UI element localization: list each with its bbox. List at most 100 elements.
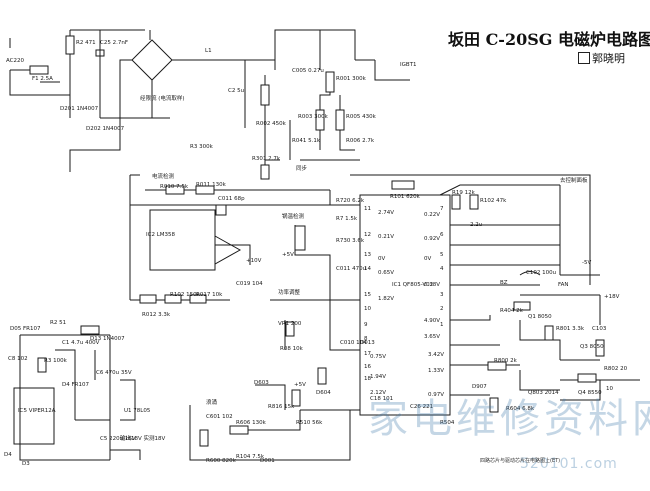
- ic1-pin: 1: [440, 322, 444, 328]
- watermark-url: 520101.com: [520, 456, 618, 472]
- label-r800: R800 2k: [494, 358, 518, 364]
- ic1-pin: 18: [364, 376, 371, 382]
- label-d13: D13 1N4007: [90, 336, 125, 342]
- watermark-logo: 家电维修资料网: [368, 396, 650, 442]
- label-power-adjust: 功率调整: [278, 288, 301, 296]
- ic1-voltage: 4.90V: [424, 318, 440, 324]
- page-title: 坂田 C-20SG 电磁炉电路图: [448, 30, 650, 49]
- label-q1: Q1 8050: [528, 314, 552, 320]
- label-q4: Q4 8550: [578, 390, 602, 396]
- label-q803: Q803 2014: [528, 390, 559, 396]
- label-r10: 10: [606, 386, 613, 392]
- label-l1: L1: [205, 48, 212, 54]
- ic1-voltage: 0.75V: [370, 354, 386, 360]
- ic1-voltage: 3.65V: [424, 334, 440, 340]
- ic1-pin: 14: [364, 266, 371, 272]
- label-rectifier-note: 经限流 (电流取样): [140, 94, 185, 102]
- label-d4: D4 FR107: [62, 382, 89, 388]
- label-d604: D604: [316, 390, 331, 396]
- label-r606: R606 130k: [236, 420, 267, 426]
- label-igbt1: IGBT1: [400, 62, 417, 68]
- label-plus10v-a: +10V: [246, 258, 262, 264]
- label-r730: R730 3.6k: [336, 238, 365, 244]
- ic1-voltage: 1.82V: [378, 296, 394, 302]
- label-f1: F1 2.5A: [32, 76, 53, 82]
- label-bz: BZ: [500, 280, 508, 286]
- label-c102: C102 100u: [526, 270, 556, 276]
- ic1-voltage: 1.33V: [428, 368, 444, 374]
- label-c25: C25 2.7nF: [100, 40, 128, 46]
- label-vr1: VR1 200: [278, 321, 302, 327]
- label-r001: R001 300k: [336, 76, 367, 82]
- label-d013: D013: [360, 340, 375, 346]
- label-u1: U1 78L05: [124, 408, 151, 414]
- label-r101: R101 620k: [390, 194, 421, 200]
- label-plus5v-b: +5V: [294, 382, 306, 388]
- ic1-pin: 6: [440, 232, 444, 238]
- label-r005: R005 430k: [346, 114, 377, 120]
- ic1-voltage: 0V: [424, 256, 431, 262]
- label-r104: R104 7.5k: [236, 454, 265, 460]
- label-d201: D201 1N4007: [60, 106, 99, 112]
- label-ic1: IC1 QF805-V02: [392, 282, 433, 288]
- label-r011: R011 130k: [196, 182, 227, 188]
- label-r720: R720 6.2k: [336, 198, 365, 204]
- label-ac220: AC220: [6, 58, 25, 64]
- author-checkbox: [578, 52, 590, 64]
- label-c5: C5 220u 16V: [100, 436, 136, 442]
- label-r041: R041 5.1k: [292, 138, 321, 144]
- label-c103: C103: [592, 326, 607, 332]
- label-r2b: R2 51: [50, 320, 66, 326]
- ic1-pin: 11: [364, 206, 371, 212]
- label-ic2: IC2 LM358: [146, 232, 176, 238]
- label-plus18v: +18V: [604, 294, 620, 300]
- label-r3: R3 300k: [190, 144, 214, 150]
- label-minus5v: -5V: [582, 260, 591, 266]
- label-pan-temp: 锅温检测: [282, 212, 305, 220]
- label-r2: R2 471: [76, 40, 96, 46]
- label-d907: D907: [472, 384, 487, 390]
- label-r816: R816 15k: [268, 404, 295, 410]
- label-surge: 浪涌: [206, 398, 217, 406]
- label-d001: D001: [260, 458, 275, 464]
- label-plus5v-a: +5V: [282, 252, 294, 258]
- ic1-voltage: 0.65V: [378, 270, 394, 276]
- label-out18v: 输出18V 实测18V: [120, 434, 166, 442]
- ic1-voltage: 0V: [378, 256, 385, 262]
- ic1-voltage: 2.12V: [370, 390, 386, 396]
- ic1-pin-layer: 1112131415109817161876543212.74V0.21V0V0…: [364, 206, 444, 398]
- label-r802: R802 20: [604, 366, 628, 372]
- ic1-pin: 4: [440, 266, 444, 272]
- label-d4b: D4: [4, 452, 12, 458]
- label-r404: R404 2k: [500, 308, 524, 314]
- ic1-pin: 5: [440, 252, 444, 258]
- label-r510: R510 56k: [296, 420, 323, 426]
- ic1-pin: 2: [440, 306, 444, 312]
- label-c005: C005 0.27u: [292, 68, 324, 74]
- ic1-voltage: 0.21V: [378, 234, 394, 240]
- label-c010: C010 104: [340, 340, 367, 346]
- ic1-pin: 10: [364, 306, 371, 312]
- label-c26: C26 221: [410, 404, 433, 410]
- ic1-pin: 7: [440, 206, 444, 212]
- wiring: [9, 29, 640, 461]
- ic1-voltage: 1.94V: [370, 374, 386, 380]
- label-r102: R102 150k: [170, 292, 201, 298]
- label-c-2-2u: 2.2u: [470, 222, 482, 228]
- label-c8: C8 102: [8, 356, 28, 362]
- label-c6: C6 470u 35V: [96, 370, 132, 376]
- label-q3: Q3 8050: [580, 344, 604, 350]
- ic1-voltage: 0.97V: [428, 392, 444, 398]
- label-c1: C1 4.7u 400V: [62, 340, 100, 346]
- label-fan: FAN: [558, 282, 569, 288]
- label-r604: R604 6.8k: [506, 406, 535, 412]
- ic1-voltage: 0.92V: [424, 236, 440, 242]
- label-sync: 同步: [296, 165, 308, 172]
- label-d603: D603: [254, 380, 269, 386]
- label-c011: C011 68p: [218, 196, 245, 202]
- ic1-pin: 3: [440, 292, 444, 298]
- ic1-pin: 13: [364, 252, 371, 258]
- label-r012: R012 3.3k: [142, 312, 171, 318]
- label-r801: R801 3.3k: [556, 326, 585, 332]
